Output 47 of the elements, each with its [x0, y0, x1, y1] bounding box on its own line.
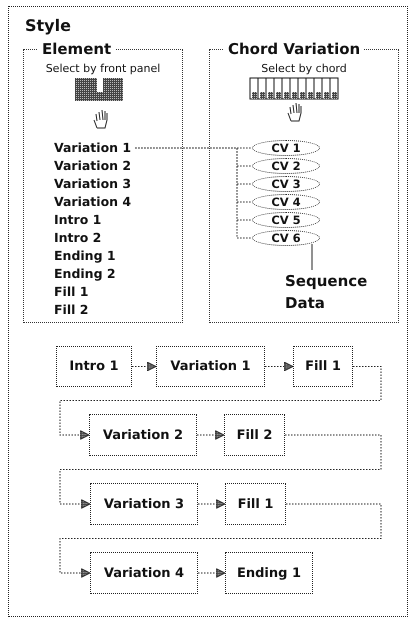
- arrow: [60, 434, 382, 509]
- box-label: Fill 1: [305, 359, 341, 374]
- box-label: Variation 1: [170, 359, 251, 374]
- leader-line: [134, 148, 252, 238]
- ellipse-label: CV 3: [271, 178, 301, 190]
- element-name: Variation 4: [54, 193, 132, 211]
- arrow: [198, 568, 226, 578]
- element-name: Variation 3: [54, 175, 132, 193]
- arrow: [132, 362, 156, 372]
- ellipse-label: CV 1: [271, 142, 301, 154]
- element-name: Variation 2: [54, 157, 132, 175]
- element-name: Intro 2: [54, 229, 102, 247]
- element-name: Intro 1: [54, 211, 102, 229]
- element-name: Ending 1: [54, 247, 116, 265]
- box-label: Ending 1: [236, 566, 302, 580]
- box-label: Variation 3: [104, 496, 184, 512]
- arrow: [264, 362, 294, 372]
- process-box: [89, 414, 197, 456]
- arrow: [60, 366, 382, 440]
- ellipse-label: CV 4: [271, 196, 301, 208]
- box-label: Fill 1: [238, 496, 274, 512]
- ellipse-label: CV 5: [271, 214, 301, 226]
- process-box: [224, 414, 285, 456]
- arrow: [60, 504, 382, 578]
- box-label: Intro 1: [69, 359, 119, 374]
- arrow: [198, 499, 226, 509]
- box-label: Variation 2: [102, 428, 184, 442]
- panel-subtitle: Select by front panel: [44, 62, 162, 75]
- process-box: [90, 483, 198, 525]
- process-box: [225, 552, 313, 594]
- element-name: Ending 2: [54, 265, 116, 283]
- arrow: [196, 430, 224, 440]
- ellipse-label: CV 2: [271, 160, 301, 172]
- style-panel: [8, 6, 408, 617]
- box-label: Fill 2: [236, 428, 272, 442]
- panel-subtitle: Select by chord: [260, 62, 348, 75]
- box-label: Variation 4: [104, 566, 184, 580]
- process-box: [225, 483, 286, 525]
- element-name: Fill 2: [54, 301, 88, 319]
- process-box: [90, 552, 198, 594]
- element-name: Fill 1: [54, 283, 88, 301]
- process-box: [56, 346, 132, 387]
- process-box: [156, 346, 265, 387]
- process-box: [293, 346, 353, 387]
- callout-text: Sequence Data: [285, 270, 385, 316]
- element-name: Variation 1: [54, 139, 132, 157]
- ellipse-label: CV 6: [271, 232, 301, 244]
